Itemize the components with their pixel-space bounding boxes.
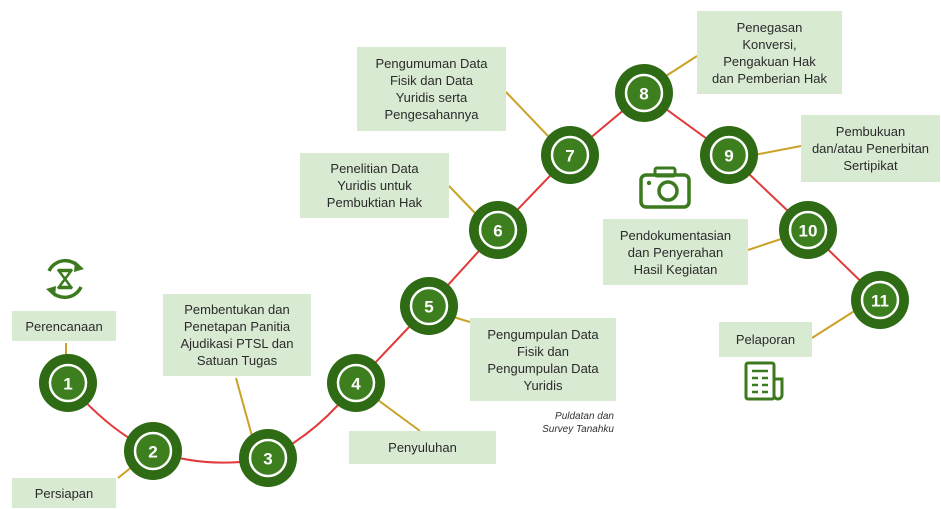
- step-6-label: Penelitian Data Yuridis untuk Pembuktian…: [300, 153, 449, 218]
- step-node-ring: [133, 431, 173, 471]
- step-node-ring: [409, 286, 449, 326]
- step-node-3: 3: [239, 429, 297, 487]
- step-10-label: Pendokumentasian dan Penyerahan Hasil Ke…: [603, 219, 748, 285]
- step-node-11: 11: [851, 271, 909, 329]
- step-node-10: 10: [779, 201, 837, 259]
- connector-line-9: [753, 145, 802, 156]
- step-number: 5: [424, 298, 433, 317]
- step-3-label: Pembentukan dan Penetapan Panitia Ajudik…: [163, 294, 311, 376]
- step-5-label: Pengumpulan Data Fisik dan Pengumpulan D…: [470, 318, 616, 401]
- step-node-ring: [709, 135, 749, 175]
- step-number: 10: [799, 222, 818, 241]
- camera-icon: [639, 166, 691, 209]
- step-node-ring: [788, 210, 828, 250]
- connector-line-4: [377, 399, 421, 432]
- step-number: 11: [871, 292, 889, 311]
- step-number: 6: [493, 222, 502, 241]
- step-nodes: 1 2 3 4 5 6 7 8 9 10 11: [39, 64, 909, 487]
- step-node-ring: [860, 280, 900, 320]
- step-number: 2: [148, 443, 157, 462]
- step-2-label: Persiapan: [12, 478, 116, 508]
- step-number: 3: [263, 450, 272, 469]
- connector-line-8: [665, 55, 698, 77]
- step-node-8: 8: [615, 64, 673, 122]
- step-node-ring: [624, 73, 664, 113]
- step-node-4: 4: [327, 354, 385, 412]
- step-number: 9: [724, 147, 733, 166]
- step-number: 8: [639, 85, 648, 104]
- step-7-label: Pengumuman Data Fisik dan Data Yuridis s…: [357, 47, 506, 131]
- connector-line-3: [235, 377, 253, 437]
- connector-line-7: [505, 91, 549, 137]
- step-9-label: Pembukuan dan/atau Penerbitan Sertipikat: [801, 115, 940, 182]
- step-node-9: 9: [700, 126, 758, 184]
- connector-line-6: [448, 185, 477, 215]
- connector-line-11: [811, 309, 857, 339]
- report-document-icon: [744, 361, 784, 401]
- step-node-2: 2: [124, 422, 182, 480]
- step-node-ring: [248, 438, 288, 478]
- step-node-1: 1: [39, 354, 97, 412]
- step-node-ring: [478, 210, 518, 250]
- step-number: 1: [63, 375, 72, 394]
- step-number: 7: [565, 147, 574, 166]
- step-node-7: 7: [541, 126, 599, 184]
- step-node-6: 6: [469, 201, 527, 259]
- step-1-label: Perencanaan: [12, 311, 116, 341]
- step-5-note: Puldatan dan Survey Tanahku: [542, 411, 614, 435]
- step-8-label: Penegasan Konversi, Pengakuan Hak dan Pe…: [697, 11, 842, 94]
- step-4-label: Penyuluhan: [349, 431, 496, 464]
- process-path: [67, 91, 881, 464]
- step-number: 4: [351, 375, 361, 394]
- step-node-ring: [48, 363, 88, 403]
- connector-lines: [65, 55, 857, 479]
- step-node-5: 5: [400, 277, 458, 335]
- step-11-label: Pelaporan: [719, 322, 812, 357]
- hourglass-cycle-icon: [46, 258, 84, 300]
- step-node-ring: [336, 363, 376, 403]
- connector-line-10: [747, 237, 785, 251]
- step-node-ring: [550, 135, 590, 175]
